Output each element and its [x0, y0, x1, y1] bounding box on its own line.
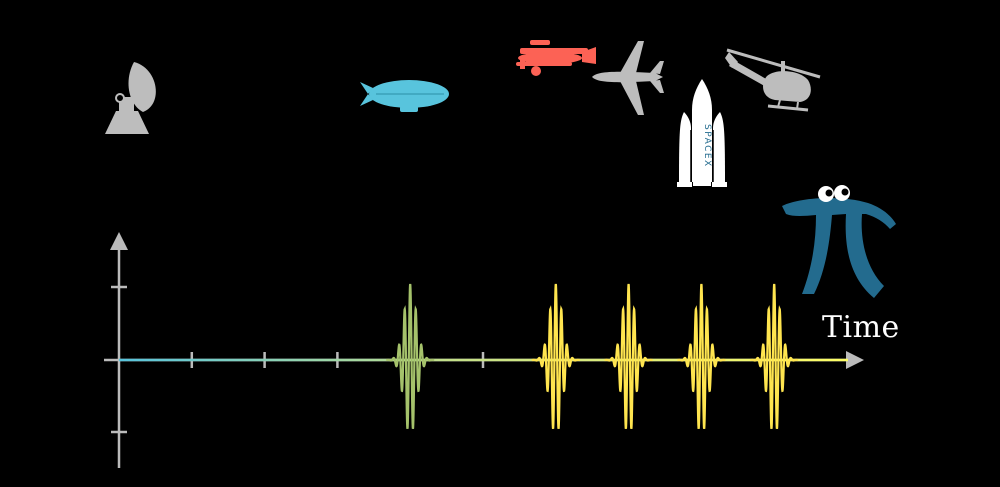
- rocket-brand-text: SPACEX: [702, 124, 712, 168]
- blimp-icon: [360, 80, 449, 112]
- helicopter-icon: [725, 48, 821, 112]
- echo-pulse: [531, 283, 580, 429]
- x-axis-label: Time: [822, 310, 900, 345]
- axes: [104, 232, 864, 468]
- biplane-icon: [516, 40, 596, 76]
- y-axis-arrow: [110, 232, 128, 250]
- radar-dish-icon: [105, 62, 156, 134]
- rocket-icon: SPACEX: [677, 79, 727, 187]
- echo-pulse: [604, 283, 653, 429]
- x-axis-arrow: [846, 351, 864, 369]
- jet-airplane-icon: [592, 41, 664, 115]
- echo-pulse: [386, 283, 435, 429]
- echo-pulse: [677, 283, 726, 429]
- echo-pulse: [750, 283, 799, 429]
- echo-pulses: [386, 283, 799, 429]
- pi-creature-icon: [782, 185, 896, 298]
